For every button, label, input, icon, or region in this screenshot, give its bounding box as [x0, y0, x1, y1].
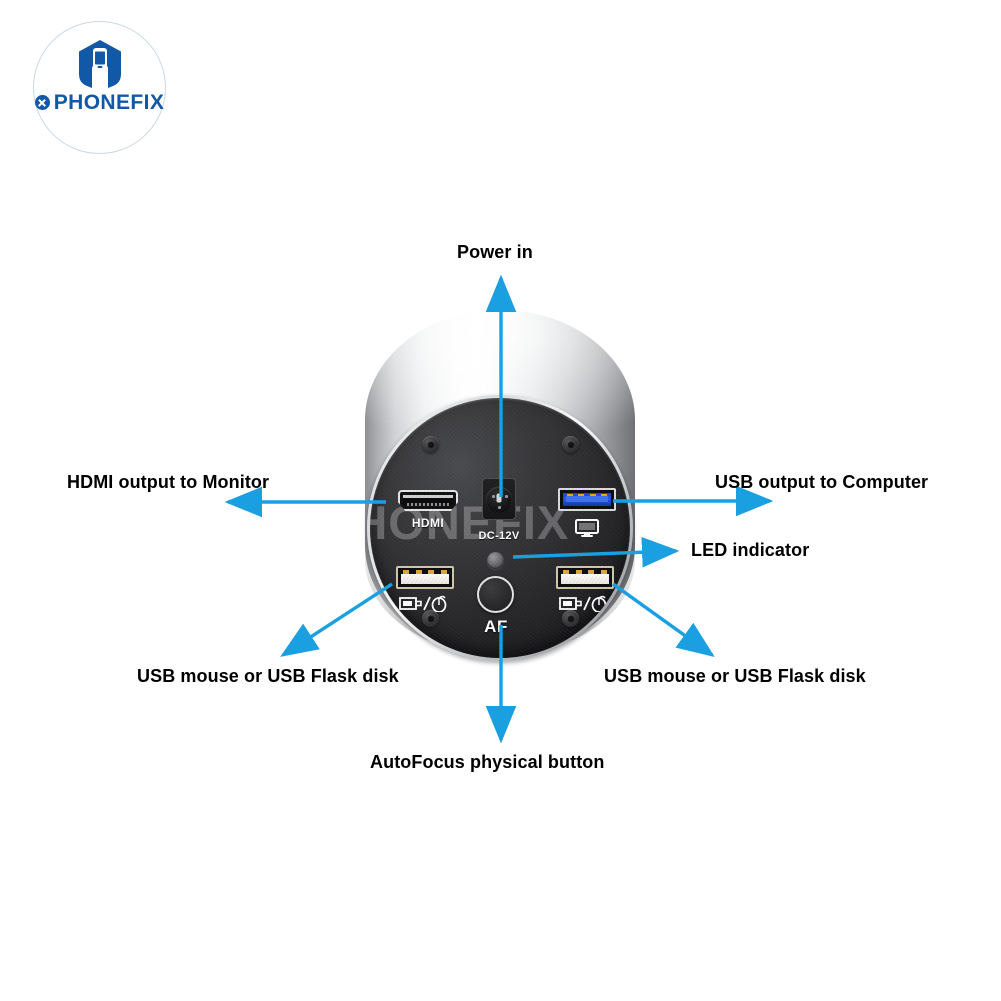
- monitor-icon: [575, 519, 599, 537]
- dc-jack-dot: [498, 506, 501, 509]
- hdmi-port-inner: [403, 495, 453, 506]
- faceplate-screw: [562, 610, 579, 627]
- usb2-pins: [563, 570, 607, 576]
- callout-led-indicator: LED indicator: [691, 540, 810, 560]
- autofocus-button[interactable]: [477, 576, 514, 613]
- usb3-port[interactable]: [558, 488, 616, 511]
- usb2-port-right[interactable]: [556, 566, 614, 589]
- usb-mouse-icon: [559, 595, 607, 612]
- hdmi-port[interactable]: [398, 490, 458, 511]
- faceplate-screw: [562, 436, 579, 453]
- usb-mouse-icon: [399, 595, 447, 612]
- x-circle-icon: [34, 95, 50, 110]
- usb3-tongue: [566, 496, 608, 502]
- led-indicator-dot: [487, 552, 504, 569]
- dc-jack-dot: [492, 495, 495, 498]
- callout-hdmi-output: HDMI output to Monitor: [67, 472, 270, 492]
- phonefix-hexagon-logo-icon: [78, 40, 121, 88]
- dc-power-jack-icon[interactable]: [482, 478, 516, 520]
- callout-usb-right: USB mouse or USB Flask disk: [604, 666, 866, 686]
- callout-usb-output: USB output to Computer: [715, 472, 929, 492]
- brand-name: PHONEFIX: [53, 91, 165, 114]
- usb2-port-inner: [401, 574, 449, 584]
- usb2-port-inner: [561, 574, 609, 584]
- callout-power-in: Power in: [457, 242, 533, 262]
- callout-usb-left: USB mouse or USB Flask disk: [137, 666, 399, 686]
- faceplate-screw: [422, 610, 439, 627]
- camera-faceplate: PHONEFIX HDMI DC-12V: [370, 398, 630, 658]
- usb2-port-left[interactable]: [396, 566, 454, 589]
- usb2-pins: [403, 570, 447, 576]
- brand-wordmark-row: PHONEFIX: [34, 92, 165, 113]
- brand-badge: PHONEFIX: [33, 21, 166, 154]
- usb3-port-inner: [563, 493, 611, 506]
- dc-jack-pin: [496, 493, 502, 503]
- dc-jack-dot: [505, 495, 508, 498]
- dc-port-label: DC-12V: [478, 530, 520, 542]
- callout-autofocus: AutoFocus physical button: [370, 752, 605, 772]
- faceplate-screw: [422, 436, 439, 453]
- hdmi-port-label: HDMI: [411, 516, 445, 530]
- camera-device: PHONEFIX HDMI DC-12V: [360, 300, 640, 670]
- autofocus-label: AF: [484, 617, 508, 636]
